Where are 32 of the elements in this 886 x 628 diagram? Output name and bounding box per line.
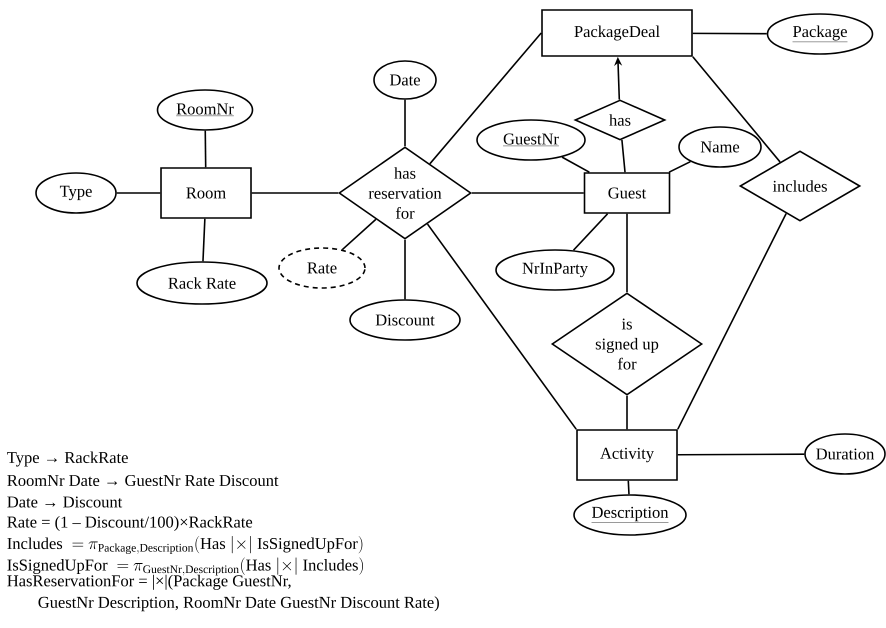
connector-line	[202, 218, 206, 262]
dependency-note: HasReservationFor = |×|(Package GuestNr, GuestNr Description, RoomNr Date GuestNr Discount Rate)	[7, 574, 439, 612]
entity-box: Room	[160, 167, 252, 219]
connector-line	[252, 192, 338, 194]
connector-line	[621, 140, 626, 172]
connector-line	[116, 192, 160, 194]
connector-line	[626, 396, 628, 430]
connector-line	[678, 453, 804, 456]
dependency-note: $\mathrm{Includes\ =\ }\pi_{\mathrm{Package,Description}}\mathrm{(Has\ |{\times}|\ IsSignedUpFor)}$	[7, 536, 362, 554]
connector-line	[677, 213, 787, 430]
connector-line	[692, 56, 781, 162]
dependency-note: RoomNr Date → GuestNr Rate Discount	[7, 474, 278, 486]
entity-box: Guest	[584, 172, 670, 214]
connector-line	[426, 224, 577, 430]
dependency-note: $\mathrm{IsSignedUpFor\ =\ }\pi_{\mathrm{GuestNr,Description}}\mathrm{(Has\ |{\times}|\ Includes)}$	[7, 557, 364, 576]
connector-line	[628, 480, 630, 494]
connector-line	[429, 32, 542, 164]
dependency-note: Type → RackRate	[7, 452, 128, 466]
connector-line	[562, 156, 590, 173]
connector-line	[692, 32, 767, 35]
connector-line	[204, 130, 206, 168]
connector-line	[404, 240, 406, 300]
dependency-note: Date → Discount	[7, 496, 122, 508]
connector-line	[472, 192, 584, 194]
dependency-note: Rate = (1 – Discount/100)×RackRate	[7, 516, 252, 531]
connector-line	[342, 218, 376, 250]
connector-line	[626, 214, 628, 292]
connector-line	[572, 213, 608, 251]
connector-line	[404, 100, 406, 146]
entity-box: Activity	[576, 429, 678, 481]
entity-box: PackageDeal	[541, 9, 693, 57]
connector-line	[668, 160, 691, 173]
